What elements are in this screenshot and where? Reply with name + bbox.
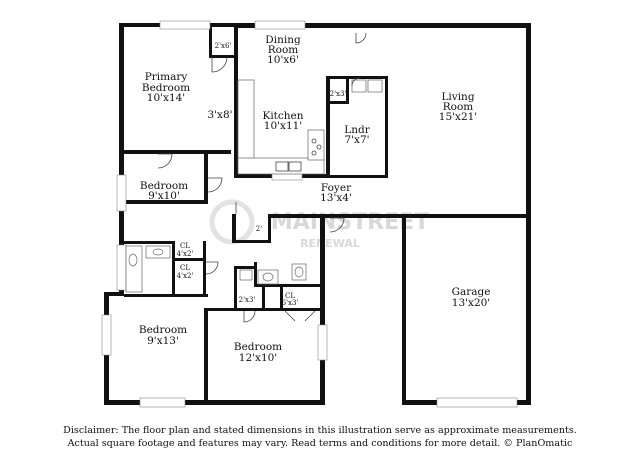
bedroom4-name: Bedroom — [234, 341, 282, 353]
interior-walls — [119, 27, 531, 405]
bedroom2-name: Bedroom — [140, 180, 188, 192]
disclaimer: Disclaimer: The floor plan and stated di… — [0, 424, 640, 450]
living-room-name: Living — [441, 91, 474, 103]
disclaimer-line2: Actual square footage and features may v… — [67, 438, 573, 449]
garage-name: Garage — [452, 286, 491, 298]
primary-bedroom-name: Primary — [145, 71, 188, 83]
closet-primary-dim: 2'x6' — [215, 42, 232, 50]
living-room-name2: Room — [443, 101, 474, 113]
doors — [157, 32, 367, 323]
primary-bedroom-name2: Bedroom — [142, 82, 190, 94]
closet-bed4-name: CL — [285, 292, 295, 300]
foyer-dim: 13'x4' — [320, 192, 352, 204]
room-labels: Dining Room 10'x6' Primary Bedroom 10'x1… — [139, 34, 491, 364]
dining-room-dim: 10'x6' — [267, 54, 299, 66]
laundry-name: Lndr — [344, 124, 370, 136]
bedroom4-dim: 12'x10' — [239, 352, 277, 364]
closet-bed4-dim: 6'x3' — [282, 299, 299, 307]
bedroom3-name: Bedroom — [139, 324, 187, 336]
closet-foyer-dim: 2' — [256, 225, 262, 233]
closet-hall1-name: CL — [180, 242, 190, 250]
hall-dim: 3'x8' — [207, 109, 232, 121]
kitchen-dim: 10'x11' — [264, 120, 302, 132]
living-room-dim: 15'x21' — [439, 111, 477, 123]
dining-room-name: Dining — [265, 34, 301, 46]
bedroom2-dim: 9'x10' — [148, 190, 180, 202]
closet-hall1-dim: 4'x2' — [177, 250, 194, 258]
bedroom3-dim: 9'x13' — [147, 335, 179, 347]
dining-room-name2: Room — [268, 44, 299, 56]
windows — [101, 20, 518, 408]
closet-small-dim: 2'x3' — [239, 296, 256, 304]
closet-labels: 2'x6' 2'x3' 2' CL 4'x2' CL 4'x2' 2'x3' C… — [177, 42, 347, 307]
foyer-name: Foyer — [321, 182, 352, 194]
closet-hall2-name: CL — [180, 264, 190, 272]
laundry-dim: 7'x7' — [344, 134, 369, 146]
kitchen-name: Kitchen — [262, 110, 303, 122]
disclaimer-line1: Disclaimer: The floor plan and stated di… — [63, 425, 577, 436]
primary-bedroom-dim: 10'x14' — [147, 92, 185, 104]
fixtures — [125, 79, 383, 293]
floor-plan: MAINSTREET RENEWAL — [101, 20, 531, 408]
closet-hall2-dim: 4'x2' — [177, 272, 194, 280]
closet-laundry-dim: 2'x3' — [330, 90, 347, 98]
garage-dim: 13'x20' — [452, 297, 490, 309]
watermark-line2: RENEWAL — [300, 237, 360, 250]
